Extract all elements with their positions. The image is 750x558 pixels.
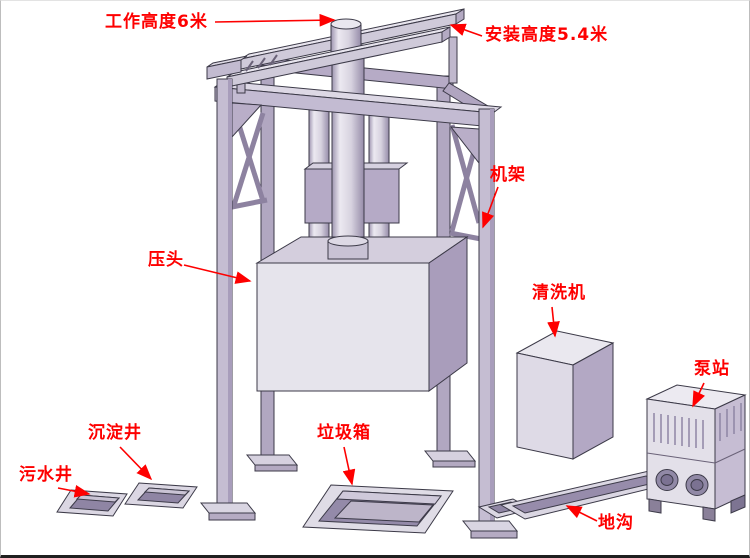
back-left-base-top bbox=[245, 454, 299, 466]
front-left-base-front bbox=[208, 512, 256, 521]
press-box-side bbox=[428, 236, 468, 392]
back-right-base-top bbox=[423, 450, 477, 462]
lift-cylinders bbox=[303, 44, 409, 265]
garbage-pit-floor bbox=[333, 500, 435, 523]
label-sediment-well: 沉淀井 bbox=[88, 423, 142, 443]
arrow-press-head bbox=[183, 264, 252, 284]
left-brace-2 bbox=[231, 112, 266, 206]
pump-port-2-inner bbox=[690, 479, 704, 491]
front-right-base-front bbox=[470, 530, 518, 539]
arrow-frame bbox=[482, 186, 499, 229]
press-box-front bbox=[256, 262, 430, 392]
rear-rail-end bbox=[455, 8, 465, 25]
rail-ties bbox=[245, 54, 278, 72]
pump-seam-front bbox=[646, 452, 716, 464]
back-left-column-upper bbox=[260, 52, 275, 262]
press-head-box bbox=[255, 235, 469, 392]
front-left-base-top bbox=[199, 502, 257, 514]
arrow-trench bbox=[565, 505, 598, 522]
label-garbage-bin: 垃圾箱 bbox=[317, 423, 371, 443]
front-right-column-shade bbox=[490, 109, 494, 525]
arrow-sediment-well bbox=[119, 446, 153, 481]
label-work-height: 工作高度6米 bbox=[105, 12, 208, 32]
sediment-well-farwall bbox=[143, 487, 191, 496]
label-sewage-well: 污水井 bbox=[19, 465, 73, 485]
label-pump-station: 泵站 bbox=[694, 359, 730, 379]
sediment-well-pit bbox=[124, 482, 198, 509]
pump-foot-2 bbox=[702, 506, 716, 522]
pump-foot-3 bbox=[730, 494, 746, 514]
front-rail-end bbox=[441, 26, 451, 43]
cylinder-cap-top bbox=[330, 18, 362, 30]
side-braces bbox=[231, 108, 482, 242]
top-frame-front bbox=[213, 80, 503, 165]
rail-support-right bbox=[448, 36, 458, 84]
trench-groove bbox=[511, 475, 660, 514]
washer-side bbox=[572, 342, 614, 460]
left-brace-bar bbox=[231, 197, 268, 210]
arrow-pump-station bbox=[692, 382, 705, 408]
sewage-well-pit bbox=[56, 489, 128, 517]
center-cylinder bbox=[331, 44, 365, 260]
trench-channel bbox=[477, 470, 675, 520]
top-rails bbox=[206, 8, 465, 94]
garbage-pit-farwall bbox=[336, 490, 442, 505]
back-left-column-lower bbox=[260, 388, 275, 460]
cylinder-collar-top bbox=[327, 235, 369, 247]
back-left-base-front bbox=[254, 464, 298, 472]
washer-front bbox=[516, 352, 574, 460]
right-brace-bar bbox=[449, 230, 482, 242]
pump-foot-1 bbox=[648, 498, 662, 514]
arrow-garbage-bin bbox=[342, 446, 356, 486]
label-install-height: 安装高度5.4米 bbox=[485, 25, 609, 45]
pump-port-1-inner bbox=[660, 474, 674, 486]
label-press-head: 压头 bbox=[148, 250, 184, 270]
pump-station-unit bbox=[645, 384, 747, 522]
label-trench: 地沟 bbox=[598, 513, 634, 533]
arrow-work-height bbox=[214, 13, 336, 27]
front-right-base-top bbox=[461, 520, 519, 532]
front-left-column-shade bbox=[228, 79, 232, 507]
washer-box bbox=[515, 330, 615, 460]
garbage-pit bbox=[302, 484, 454, 534]
pump-vents-side bbox=[719, 403, 742, 441]
annotation-arrows bbox=[57, 13, 705, 522]
back-right-base-front bbox=[432, 460, 476, 468]
arrow-washer bbox=[547, 306, 560, 338]
pump-vents-front bbox=[653, 413, 704, 449]
label-washer: 清洗机 bbox=[532, 283, 586, 303]
rail-bracket-front bbox=[206, 59, 242, 80]
label-frame: 机架 bbox=[490, 165, 526, 185]
arrow-sewage-well bbox=[57, 484, 91, 498]
arrow-install-height bbox=[449, 23, 483, 37]
pump-seam-side bbox=[714, 448, 746, 464]
